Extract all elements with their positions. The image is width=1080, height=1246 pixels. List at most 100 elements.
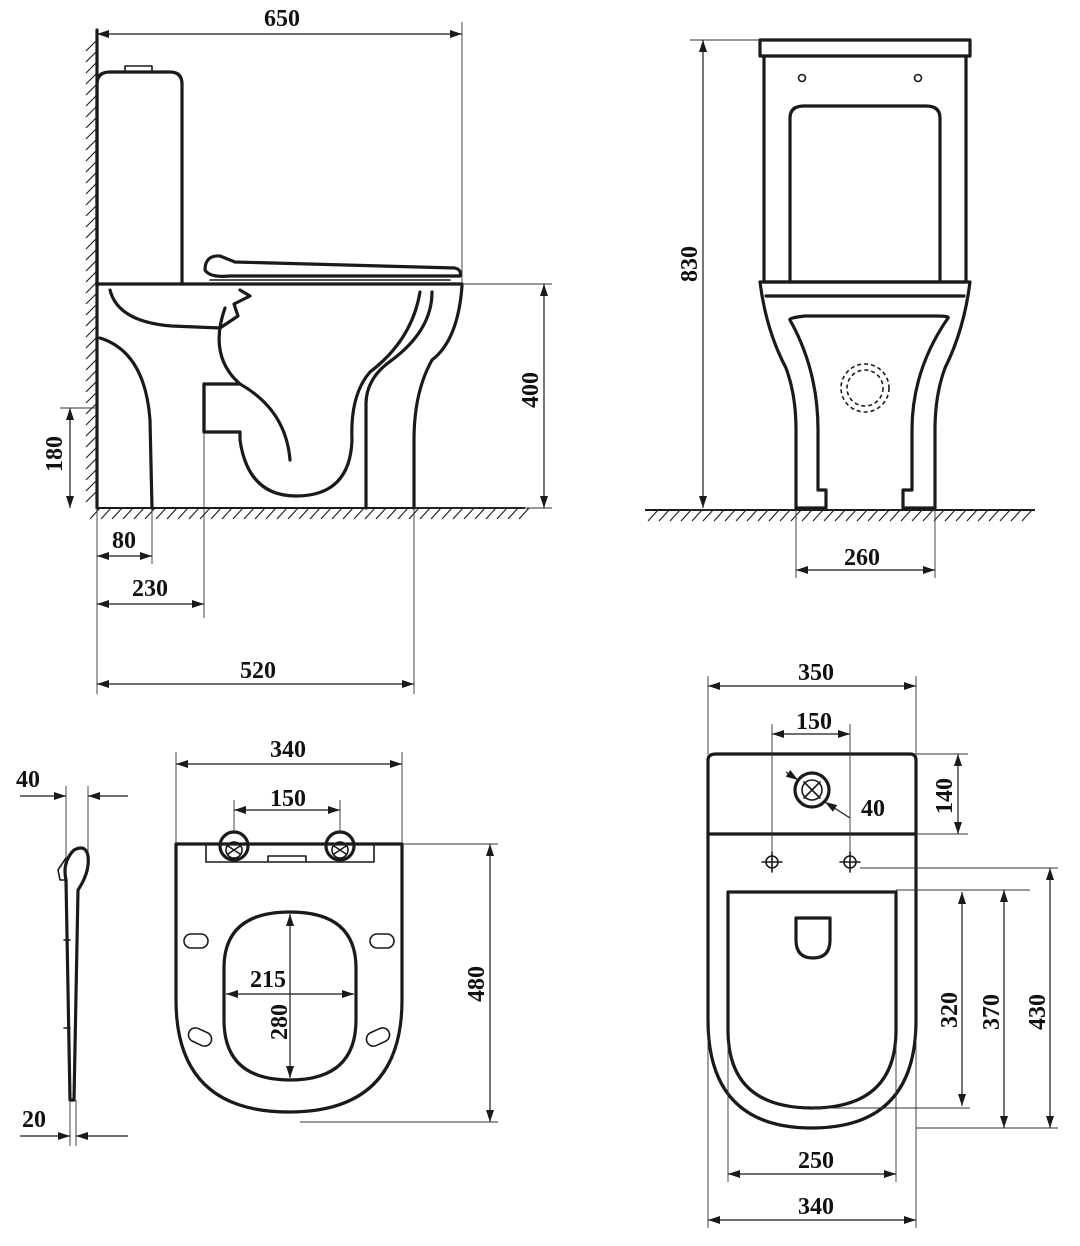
trap-way bbox=[202, 290, 422, 498]
outlet-circle-inner bbox=[846, 369, 884, 407]
seat-top-view: 340 150 215 280 480 bbox=[174, 737, 498, 1123]
hatch-stroke bbox=[988, 509, 1000, 522]
hinge-left bbox=[218, 830, 250, 862]
flush-button-side bbox=[124, 65, 153, 73]
hatch-stroke bbox=[100, 507, 112, 520]
hatch-stroke bbox=[243, 507, 255, 520]
hatch-stroke bbox=[889, 509, 901, 522]
hatch-stroke bbox=[353, 507, 365, 520]
dim-wall-offset-80: 80 bbox=[112, 528, 136, 554]
hatch-stroke bbox=[85, 105, 98, 118]
hatch-stroke bbox=[85, 193, 98, 206]
hatch-stroke bbox=[419, 507, 431, 520]
hatch-stroke bbox=[85, 248, 98, 261]
wall-hatching bbox=[85, 39, 98, 503]
hatch-stroke bbox=[485, 507, 497, 520]
hatch-stroke bbox=[85, 138, 98, 151]
hatch-stroke bbox=[85, 303, 98, 316]
dim-hinge-spacing: 150 bbox=[270, 786, 306, 812]
hatch-stroke bbox=[188, 507, 200, 520]
bumper-tr bbox=[369, 933, 395, 949]
bowl-well bbox=[794, 916, 832, 960]
dim-line-button-40b bbox=[824, 801, 851, 819]
dim-outlet-height: 180 bbox=[42, 436, 68, 472]
dim-button-diameter: 40 bbox=[861, 796, 885, 822]
hatch-stroke bbox=[85, 237, 98, 250]
hatch-stroke bbox=[254, 507, 266, 520]
hinge-right bbox=[324, 830, 356, 862]
bolt-mark-left bbox=[761, 851, 783, 873]
hatch-stroke bbox=[757, 509, 769, 522]
hatch-stroke bbox=[85, 83, 98, 96]
hatch-stroke bbox=[221, 507, 233, 520]
hatch-stroke bbox=[397, 507, 409, 520]
bolt-hole-right bbox=[913, 73, 923, 83]
hatch-stroke bbox=[166, 507, 178, 520]
hatch-stroke bbox=[85, 380, 98, 393]
hatch-stroke bbox=[320, 507, 332, 520]
hatch-stroke bbox=[85, 446, 98, 459]
hatch-stroke bbox=[85, 325, 98, 338]
dim-seat-bottom-thickness: 20 bbox=[22, 1107, 46, 1133]
hatch-stroke bbox=[85, 226, 98, 239]
hatch-stroke bbox=[85, 182, 98, 195]
hatch-stroke bbox=[287, 507, 299, 520]
hatch-stroke bbox=[85, 50, 98, 63]
cistern-side bbox=[95, 70, 184, 286]
hatch-stroke bbox=[85, 149, 98, 162]
hatch-stroke bbox=[900, 509, 912, 522]
hatch-stroke bbox=[85, 358, 98, 371]
bolt-mark-right bbox=[839, 851, 861, 873]
hatch-stroke bbox=[977, 509, 989, 522]
dim-bowl-inner-width: 250 bbox=[798, 1148, 834, 1174]
hatch-stroke bbox=[309, 507, 321, 520]
hatch-stroke bbox=[85, 402, 98, 415]
hatch-stroke bbox=[85, 413, 98, 426]
hatch-stroke bbox=[85, 116, 98, 129]
hatch-stroke bbox=[955, 509, 967, 522]
hatch-stroke bbox=[85, 424, 98, 437]
dim-overall-height: 830 bbox=[677, 246, 703, 282]
dim-inner-length: 320 bbox=[937, 992, 963, 1028]
cistern-panel bbox=[788, 104, 942, 284]
hatch-stroke bbox=[878, 509, 890, 522]
hatch-stroke bbox=[85, 457, 98, 470]
seat-hinge-bar bbox=[205, 843, 375, 863]
front-view: 830 260 bbox=[645, 38, 1035, 578]
seat-side-view: 40 20 bbox=[16, 767, 128, 1146]
bowl-front-body bbox=[758, 280, 972, 510]
hatch-stroke bbox=[647, 509, 659, 522]
hatch-stroke bbox=[375, 507, 387, 520]
bumper-br bbox=[365, 1027, 391, 1047]
dim-tank-width: 350 bbox=[798, 660, 834, 686]
hatch-stroke bbox=[85, 127, 98, 140]
bowl-outline-top bbox=[706, 832, 918, 1130]
hatch-stroke bbox=[85, 39, 98, 52]
hatch-stroke bbox=[735, 509, 747, 522]
hatch-stroke bbox=[669, 509, 681, 522]
hatch-stroke bbox=[331, 507, 343, 520]
hatch-stroke bbox=[933, 509, 945, 522]
hatch-stroke bbox=[85, 435, 98, 448]
flush-button-outer bbox=[793, 771, 831, 809]
dim-button-spacing: 150 bbox=[796, 709, 832, 735]
hatch-stroke bbox=[133, 507, 145, 520]
hatch-stroke bbox=[85, 336, 98, 349]
seat-outline bbox=[174, 842, 404, 1114]
hatch-stroke bbox=[801, 509, 813, 522]
hatch-stroke bbox=[177, 507, 189, 520]
hatch-stroke bbox=[768, 509, 780, 522]
hatch-stroke bbox=[746, 509, 758, 522]
cistern-top bbox=[706, 752, 918, 836]
hatch-stroke bbox=[276, 507, 288, 520]
dim-seat-top-thickness: 40 bbox=[16, 767, 40, 793]
hatch-stroke bbox=[144, 507, 156, 520]
side-view: 650 400 180 80 230 520 bbox=[42, 6, 552, 694]
hatch-stroke bbox=[364, 507, 376, 520]
hatch-stroke bbox=[922, 509, 934, 522]
cistern-front bbox=[758, 38, 972, 58]
seat-opening bbox=[222, 910, 358, 1082]
hatch-stroke bbox=[496, 507, 508, 520]
bumper-bl bbox=[187, 1027, 213, 1047]
hatch-stroke bbox=[85, 171, 98, 184]
